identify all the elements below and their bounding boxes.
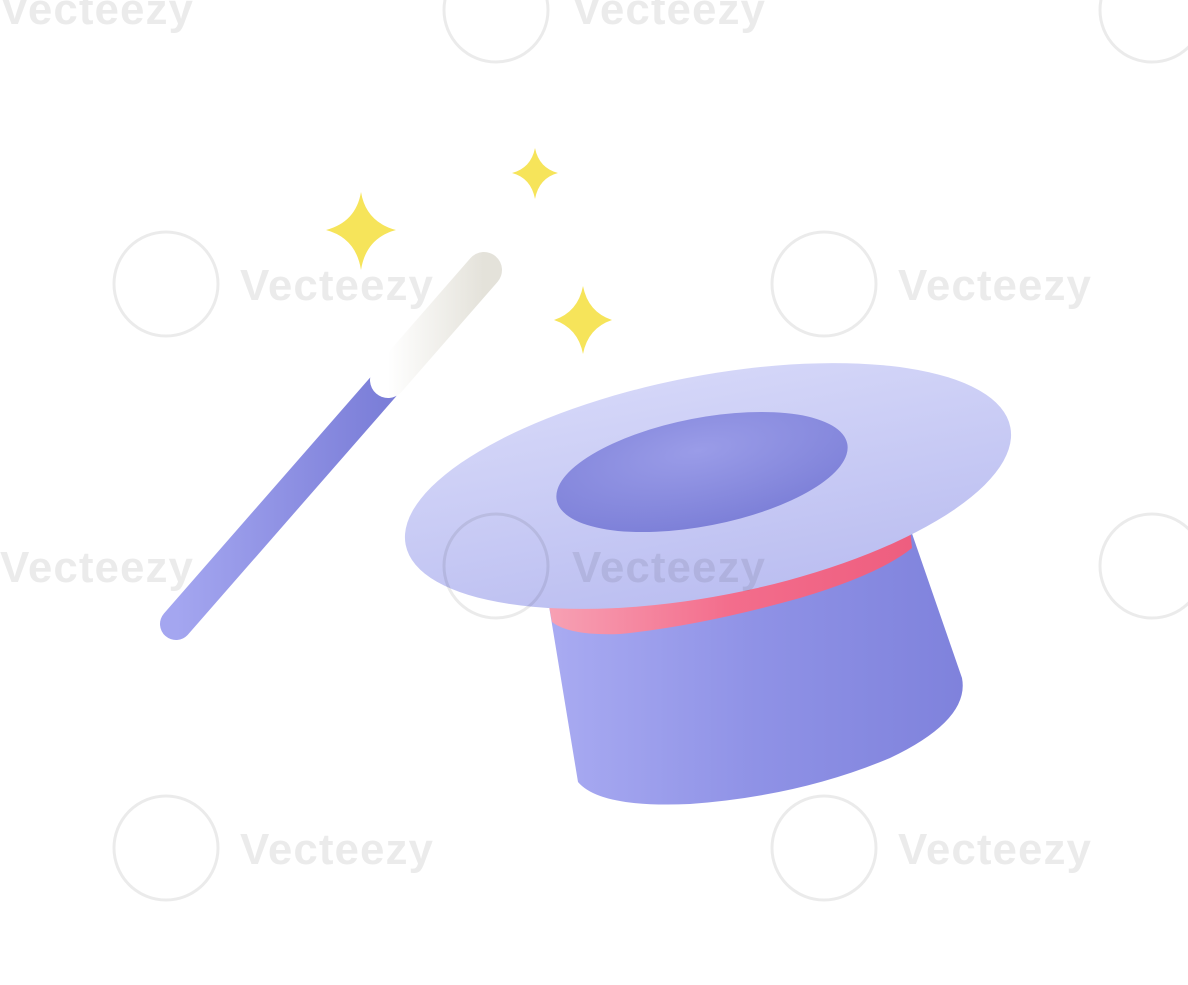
watermark-badge-icon bbox=[442, 0, 550, 64]
wand-stick bbox=[160, 370, 400, 640]
watermark-badge-icon bbox=[112, 794, 220, 902]
sparkle-star-icon bbox=[512, 148, 558, 199]
watermark-badge-icon bbox=[1098, 0, 1188, 64]
magic-wand bbox=[160, 252, 502, 640]
sparkles bbox=[326, 148, 612, 354]
watermark-badge-icon bbox=[770, 794, 878, 902]
watermark-text: Vecteezy bbox=[0, 543, 194, 592]
watermark-text: Vecteezy bbox=[240, 825, 434, 874]
watermark-text-layer: Vecteezy Vecteezy Vecteezy Vecteezy Vect… bbox=[0, 0, 1092, 874]
top-hat bbox=[404, 363, 1012, 805]
watermark-badge-icon bbox=[112, 230, 220, 338]
sparkle-star-icon bbox=[554, 286, 612, 354]
watermark-text: Vecteezy bbox=[572, 543, 766, 592]
sparkle-star-icon bbox=[326, 192, 396, 270]
watermark-badge-icon bbox=[442, 512, 550, 620]
watermark-text: Vecteezy bbox=[0, 0, 194, 34]
watermark-text: Vecteezy bbox=[240, 261, 434, 310]
watermark-layer bbox=[112, 0, 1188, 902]
watermark-text: Vecteezy bbox=[898, 261, 1092, 310]
watermark-text: Vecteezy bbox=[898, 825, 1092, 874]
wand-tip bbox=[370, 252, 502, 398]
watermark-text: Vecteezy bbox=[572, 0, 766, 34]
hat-opening bbox=[556, 411, 848, 533]
watermark-badge-icon bbox=[1098, 512, 1188, 620]
watermark-badge-icon bbox=[770, 230, 878, 338]
